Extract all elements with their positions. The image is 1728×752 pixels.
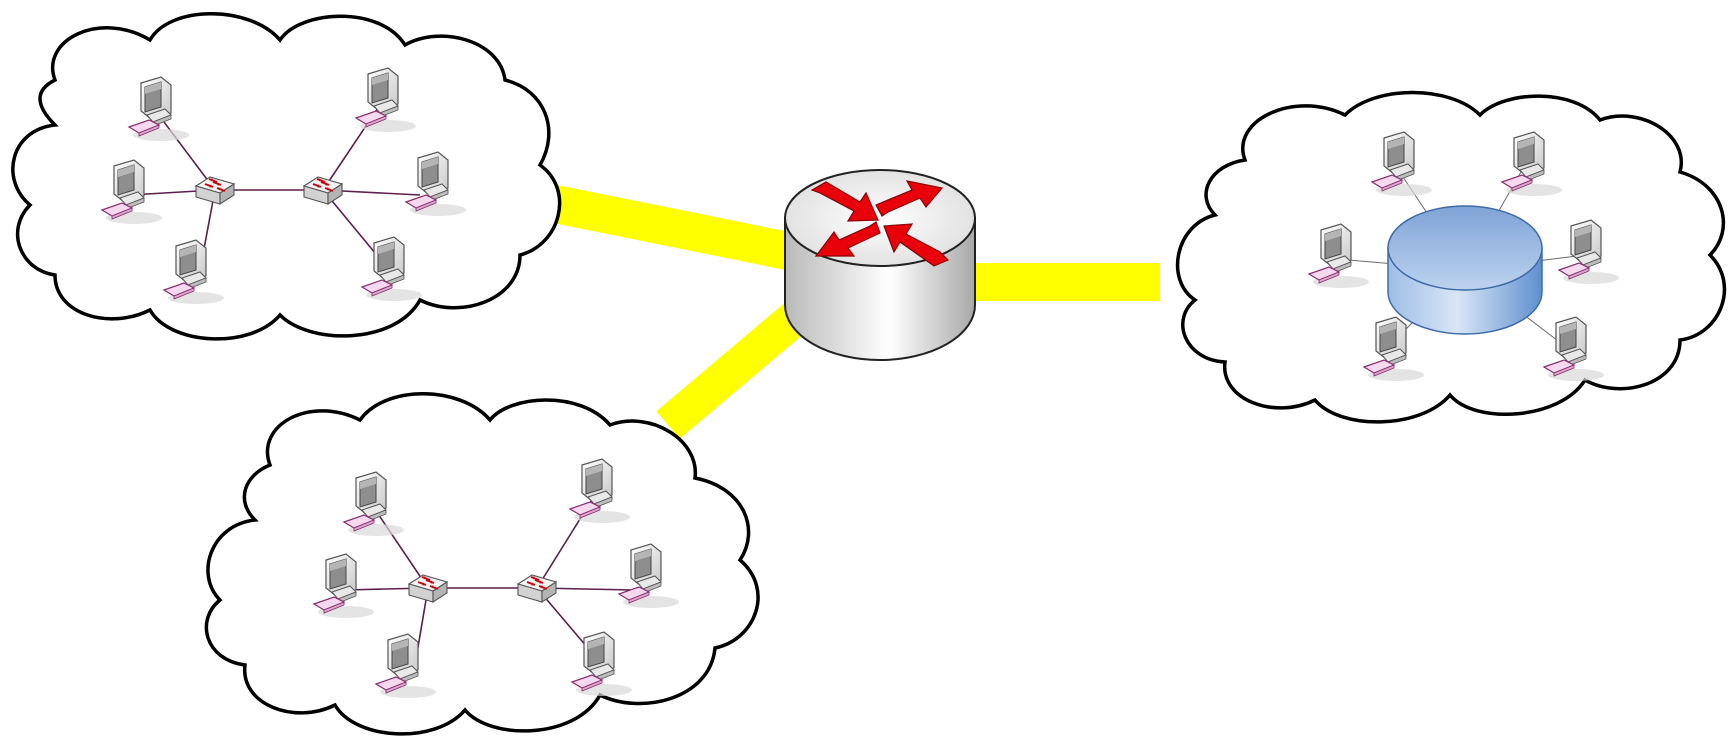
- hub-icon: [1387, 205, 1543, 335]
- cloud-shape: [11, 12, 562, 341]
- router-icon: [784, 169, 976, 361]
- router-arrows: [810, 180, 950, 267]
- cloud-network-right: [1175, 90, 1727, 424]
- cloud-network-top-left: [11, 12, 562, 341]
- cloud-shape: [204, 392, 760, 736]
- cloud-network-bottom-left: [204, 392, 760, 736]
